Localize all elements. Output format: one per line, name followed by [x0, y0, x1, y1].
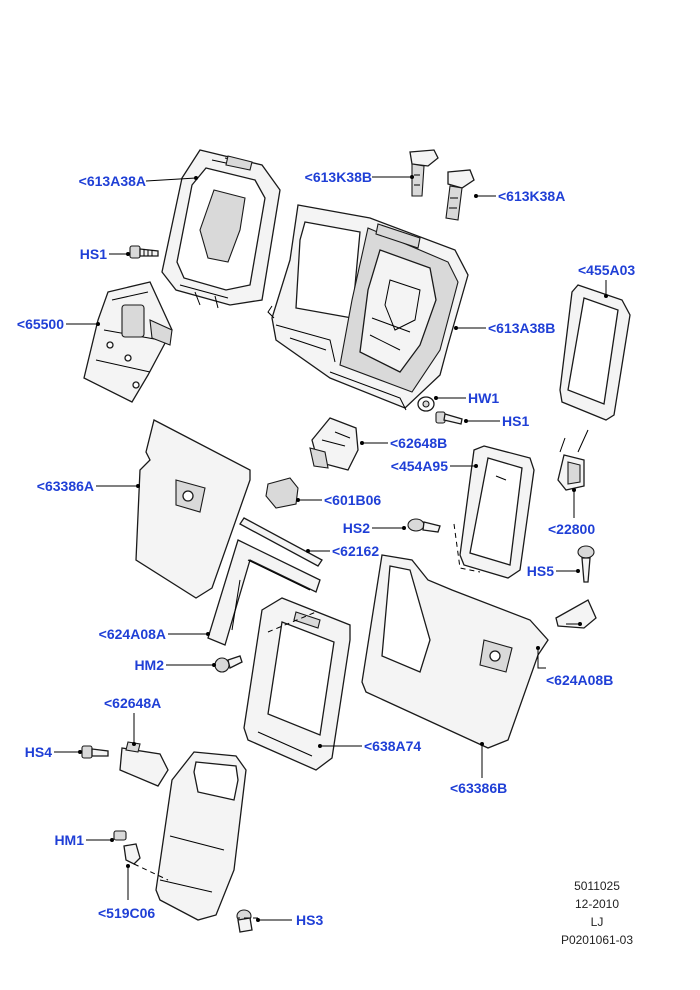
callout-613k38a: <613K38A — [498, 188, 565, 204]
seat-back-cushion — [155, 751, 247, 921]
callout-63386a: <63386A — [37, 478, 94, 494]
callout-hs3: HS3 — [296, 912, 323, 928]
callout-455a03: <455A03 — [578, 262, 635, 278]
callout-hw1: HW1 — [468, 390, 499, 406]
callout-62648a: <62648A — [104, 695, 161, 711]
trim-panel-63386b — [361, 554, 549, 749]
callout-hs1-upper: HS1 — [80, 246, 107, 262]
callout-624a08a: <624A08A — [99, 626, 166, 642]
hinge-bracket-62648b — [309, 417, 359, 471]
latch-22800 — [557, 429, 589, 491]
bracket-plate-65500 — [83, 281, 173, 403]
armrest-454a95 — [459, 445, 535, 579]
callout-638a74: <638A74 — [364, 738, 421, 754]
bolt-hs3 — [236, 909, 253, 933]
hinge-bracket-62648a — [119, 741, 169, 787]
callout-613k38b: <613K38B — [305, 169, 372, 185]
meta-line-3: LJ — [591, 915, 604, 929]
panel-455a03 — [559, 284, 631, 421]
bolt-hs4 — [81, 745, 109, 759]
callout-hs2: HS2 — [343, 520, 370, 536]
callout-624a08b: <624A08B — [546, 672, 613, 688]
callout-613a38b: <613A38B — [488, 320, 555, 336]
bolt-hs1-upper — [129, 245, 159, 259]
callout-hs5: HS5 — [527, 563, 554, 579]
callout-519c06: <519C06 — [98, 905, 155, 921]
headrest-guide-613k38b — [409, 149, 439, 197]
clip-601b06 — [265, 477, 299, 509]
screw-hs2 — [407, 518, 441, 533]
bracket-624a08a — [207, 539, 321, 646]
meta-line-1: 5011025 — [574, 879, 620, 893]
meta-line-4: P0201061-03 — [561, 933, 633, 947]
seat-back-frame-left — [161, 149, 281, 309]
callout-63386b: <63386B — [450, 780, 507, 796]
bolt-hs1-lower — [435, 411, 463, 425]
clip-519c06 — [123, 843, 141, 865]
callout-454a95: <454A95 — [391, 458, 448, 474]
callout-22800: <22800 — [548, 521, 595, 537]
callout-hs4: HS4 — [25, 744, 52, 760]
callout-hm2: HM2 — [134, 657, 164, 673]
cover-624a08b — [555, 599, 597, 629]
washer-hw1 — [417, 396, 435, 412]
callout-65500: <65500 — [17, 316, 64, 332]
callout-hm1: HM1 — [54, 832, 84, 848]
meta-line-2: 12-2010 — [575, 897, 619, 911]
headrest-guide-613k38a — [445, 169, 475, 221]
callout-601b06: <601B06 — [324, 492, 381, 508]
callout-62162: <62162 — [332, 543, 379, 559]
frame-638a74 — [243, 597, 351, 771]
strip-62162 — [239, 517, 323, 567]
leader-lines — [54, 175, 608, 922]
callout-613a38a-left: <613A38A — [79, 173, 146, 189]
callout-62648b: <62648B — [390, 435, 447, 451]
trim-panel-63386a — [135, 419, 251, 599]
screw-hs5 — [577, 545, 595, 583]
seat-back-frame-large — [267, 204, 469, 411]
callout-hs1-lower: HS1 — [502, 413, 529, 429]
fastener-hm2 — [214, 655, 243, 673]
fastener-hm1 — [113, 830, 127, 841]
